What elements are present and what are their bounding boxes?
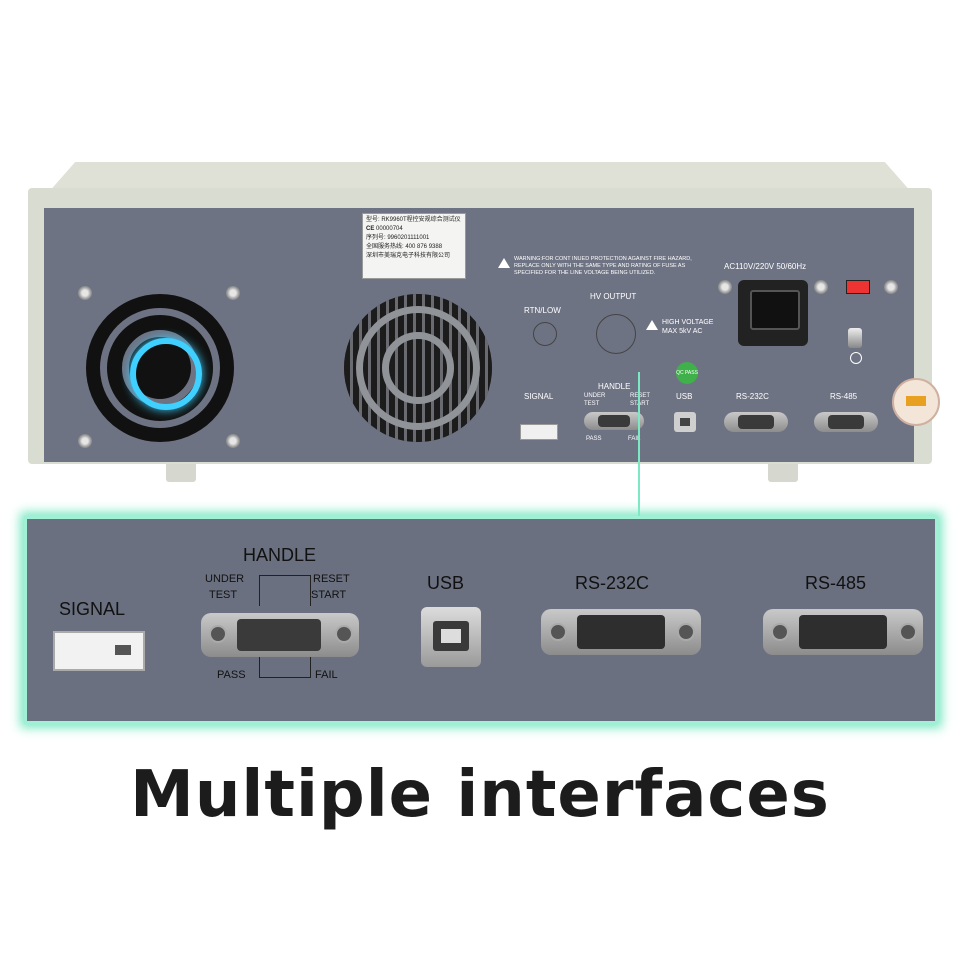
foot-right [768, 464, 798, 482]
power-rating-label: AC110V/220V 50/60Hz [724, 262, 807, 271]
label-model: 型号: RK9960T程控安规综合测试仪 [366, 217, 461, 223]
zoom-rs232c-port[interactable] [541, 609, 701, 655]
warning-text: WARNING:FOR CONT INUED PROTECTION AGAINS… [514, 256, 692, 276]
caption-headline: Multiple interfaces [130, 758, 830, 832]
rtn-low-terminal[interactable] [533, 322, 557, 346]
power-switch[interactable] [846, 280, 870, 294]
zoom-signal-port[interactable] [53, 631, 145, 671]
rs232c-label: RS-232C [736, 392, 769, 401]
rs485-label: RS-485 [830, 392, 858, 401]
fail-label: FAIL [628, 436, 641, 442]
warranty-seal [892, 378, 940, 426]
zoom-pass-fail-wiring [259, 657, 311, 678]
zoom-pass-label: PASS [217, 669, 246, 681]
fan-grille [344, 294, 492, 442]
hv-output-terminal[interactable] [596, 314, 636, 354]
rs232c-port[interactable] [724, 412, 788, 432]
zoom-handle-label: HANDLE [243, 545, 317, 565]
label-hotline: 全国服务热线: 400 876 9388 [366, 244, 443, 250]
zoom-reset-label: RESET [313, 573, 350, 585]
screw [78, 286, 92, 300]
screw [884, 280, 898, 294]
callout-line [638, 372, 640, 518]
foot-left [166, 464, 196, 482]
screw [718, 280, 732, 294]
qc-pass-sticker: QC PASS [676, 362, 698, 384]
fan-left [86, 294, 234, 442]
zoom-handle-wiring [259, 575, 311, 606]
ground-icon [850, 352, 862, 364]
ce-mark: CE [366, 226, 375, 232]
label-company: 深圳市美瑞克电子科技有限公司 [366, 253, 451, 259]
pass-label: PASS [586, 436, 602, 442]
signal-label: SIGNAL [524, 392, 554, 401]
high-voltage-warning-icon [646, 320, 658, 330]
zoom-usb-port[interactable] [421, 607, 481, 667]
fan-led-ring [130, 338, 202, 410]
reset-label: RESET [630, 393, 651, 399]
zoom-under-label: UNDER [205, 573, 245, 585]
product-label-sticker: 型号: RK9960T程控安规综合测试仪 CE 00000704 序列号: 99… [362, 213, 466, 279]
interface-zoom-box: SIGNAL HANDLE UNDER TEST RESET START PAS… [24, 516, 938, 724]
rs485-port[interactable] [814, 412, 878, 432]
zoom-rs232c-label: RS-232C [575, 573, 650, 593]
screw [78, 434, 92, 448]
usb-label: USB [676, 392, 693, 401]
screw [814, 280, 828, 294]
zoom-handle-port[interactable] [201, 613, 359, 657]
ground-terminal[interactable] [848, 328, 862, 348]
screw [226, 434, 240, 448]
high-voltage-line2: MAX 5kV AC [662, 328, 703, 335]
hv-output-label: HV OUTPUT [590, 292, 637, 301]
usb-port[interactable] [674, 412, 696, 432]
under-label: UNDER [584, 393, 606, 399]
rtn-low-label: RTN/LOW [524, 306, 561, 315]
screw [226, 286, 240, 300]
zoom-rs485-port[interactable] [763, 609, 923, 655]
zoom-usb-label: USB [427, 573, 465, 593]
label-serial: 序列号: 9960201111001 [366, 235, 430, 241]
handle-label: HANDLE [598, 382, 631, 391]
label-code: 00000704 [376, 226, 403, 232]
high-voltage-line1: HIGH VOLTAGE [662, 319, 714, 326]
zoom-test-label: TEST [209, 589, 238, 601]
zoom-rs485-label: RS-485 [805, 573, 867, 593]
handle-port[interactable] [584, 412, 644, 430]
zoom-fail-label: FAIL [315, 669, 338, 681]
warning-icon [498, 258, 510, 268]
zoom-signal-label: SIGNAL [59, 599, 126, 619]
test-label: TEST [584, 401, 600, 407]
power-inlet[interactable] [738, 280, 808, 346]
high-voltage-label: HIGH VOLTAGE MAX 5kV AC [662, 318, 713, 336]
zoom-start-label: START [311, 589, 347, 601]
signal-port[interactable] [520, 424, 558, 440]
